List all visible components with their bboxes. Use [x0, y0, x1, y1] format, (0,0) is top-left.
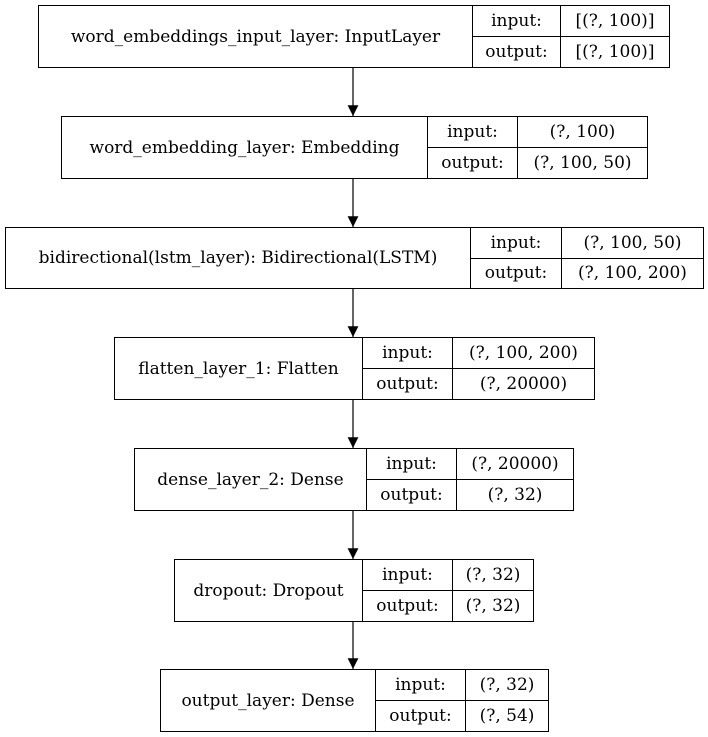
layer-node-bidirectional: bidirectional(lstm_layer): Bidirectional… [5, 227, 704, 289]
layer-node-dropout: dropout: Dropout input: output: (?, 32) … [174, 559, 534, 622]
output-shape: [(?, 100)] [575, 42, 655, 62]
output-label: output: [380, 485, 443, 505]
layer-name: word_embeddings_input_layer: InputLayer [39, 6, 473, 67]
layer-name: flatten_layer_1: Flatten [115, 338, 363, 399]
layer-name: output_layer: Dense [161, 670, 376, 731]
output-shape: (?, 20000) [479, 374, 568, 394]
input-label: input: [428, 117, 517, 148]
input-shape: (?, 100, 50) [562, 228, 703, 259]
input-shape: (?, 32) [466, 670, 548, 701]
input-label: input: [473, 6, 560, 37]
output-label: output: [376, 596, 439, 616]
input-label: input: [363, 560, 452, 591]
input-label: input: [363, 338, 452, 369]
output-label: output: [441, 153, 504, 173]
output-shape: (?, 32) [465, 596, 521, 616]
layer-name: dropout: Dropout [175, 560, 363, 621]
layer-node-output: output_layer: Dense input: output: (?, 3… [160, 669, 549, 732]
input-label: input: [367, 449, 456, 480]
input-shape: [(?, 100)] [561, 6, 669, 37]
layer-node-dense-2: dense_layer_2: Dense input: output: (?, … [134, 448, 574, 511]
input-label: input: [376, 670, 465, 701]
layer-name: word_embedding_layer: Embedding [62, 117, 428, 178]
layer-name: dense_layer_2: Dense [135, 449, 367, 510]
output-shape: (?, 100, 50) [533, 153, 632, 173]
input-shape: (?, 20000) [457, 449, 573, 480]
output-shape: (?, 100, 200) [578, 263, 687, 284]
input-shape: (?, 100, 200) [453, 338, 594, 369]
layer-node-input: word_embeddings_input_layer: InputLayer … [38, 5, 670, 68]
output-label: output: [485, 42, 548, 62]
layer-node-embedding: word_embedding_layer: Embedding input: o… [61, 116, 648, 179]
output-label: output: [376, 374, 439, 394]
layer-name: bidirectional(lstm_layer): Bidirectional… [6, 228, 471, 288]
layer-node-flatten: flatten_layer_1: Flatten input: output: … [114, 337, 595, 400]
input-shape: (?, 100) [518, 117, 647, 148]
output-label: output: [389, 706, 452, 726]
input-shape: (?, 32) [453, 560, 533, 591]
output-shape: (?, 32) [487, 485, 543, 505]
output-label: output: [484, 263, 548, 284]
input-label: input: [471, 228, 561, 259]
output-shape: (?, 54) [479, 706, 535, 726]
